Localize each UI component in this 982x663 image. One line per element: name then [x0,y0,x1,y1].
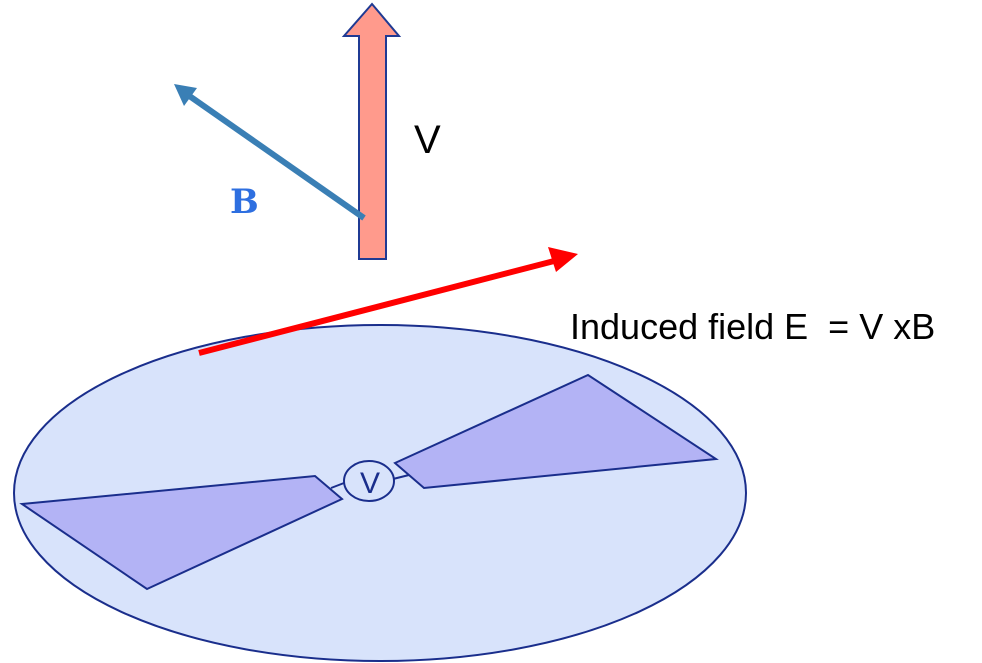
induced-field-arrow-shaft [198,257,559,356]
left-feed-wire [330,482,345,489]
magnetic-field-arrow-shaft [186,92,366,221]
velocity-arrow [341,2,402,260]
right-feed-wire [392,474,410,480]
velocity-label: V [414,118,441,162]
right-antenna-plate [393,373,719,490]
induced-field-label: Induced field E = V xB [570,306,935,347]
magnetic-field-label: B [230,182,259,222]
voltmeter-label: V [360,467,380,500]
induced-field-arrow-head [548,247,578,272]
magnetic-field-arrow-head [174,84,197,106]
left-antenna-plate [19,474,344,591]
voltmeter-circle [343,460,395,502]
